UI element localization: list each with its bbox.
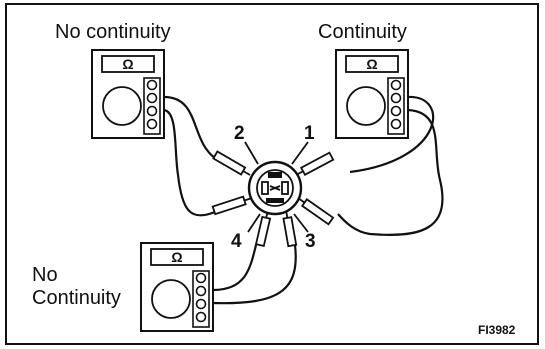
terminal-label-4: 4	[231, 231, 242, 252]
label-no-continuity-top: No continuity	[55, 21, 171, 43]
probe-lead-1	[295, 151, 335, 176]
leader-1	[291, 141, 309, 165]
wire-top-left-a	[163, 95, 216, 159]
terminal-label-2: 2	[234, 123, 245, 144]
figure-code: FI3982	[478, 323, 516, 337]
leader-3	[293, 213, 309, 233]
terminal-label-1: 1	[304, 123, 315, 144]
probe-lead-left-low	[211, 195, 253, 216]
label-continuity: Continuity	[318, 21, 407, 43]
probe-lead-2	[212, 150, 251, 176]
diagram-frame	[5, 3, 539, 345]
label-no-continuity-bottom-line1: No	[32, 264, 58, 286]
ohm-symbol: Ω	[366, 56, 377, 72]
wire-top-left-b	[163, 108, 216, 217]
leader-4	[247, 213, 261, 233]
probe-lead-right-low	[297, 197, 335, 226]
connector	[247, 160, 303, 216]
leader-2	[244, 141, 259, 165]
wire-bottom-a	[212, 244, 258, 292]
label-no-continuity-bottom-line2: Continuity	[32, 287, 121, 309]
ohmmeter-bottom: Ω	[140, 242, 214, 332]
ohm-symbol: Ω	[171, 249, 182, 265]
wire-top-right-a	[349, 95, 435, 174]
ohmmeter-top-left: Ω	[91, 49, 165, 139]
ohmmeter-top-right: Ω	[335, 49, 409, 139]
wire-bottom-b	[212, 244, 297, 305]
ohm-symbol: Ω	[122, 56, 133, 72]
terminal-label-3: 3	[305, 231, 316, 252]
wire-top-right-b	[337, 108, 444, 236]
